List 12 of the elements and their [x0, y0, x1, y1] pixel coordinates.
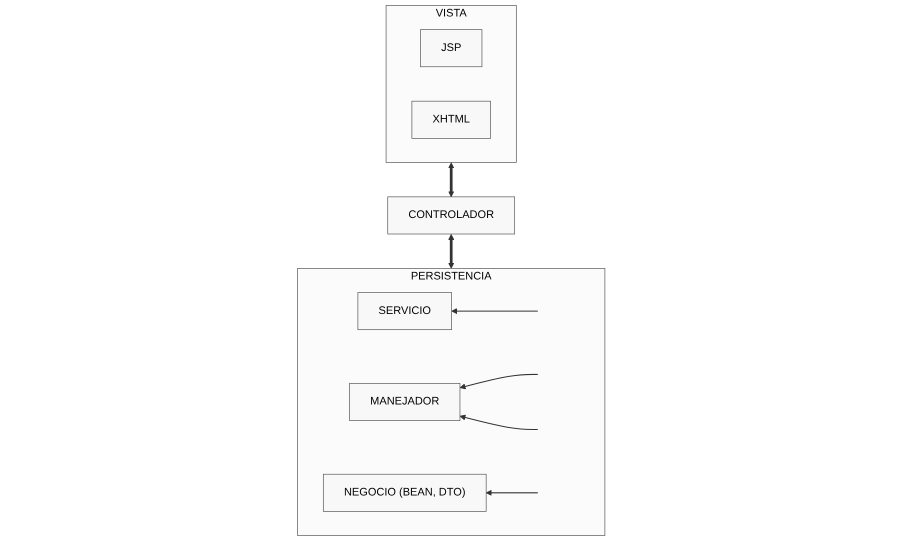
arrow — [448, 162, 454, 198]
node-box: NEGOCIO (BEAN, DTO) — [322, 474, 486, 512]
node-box: XHTML — [411, 100, 491, 139]
arrow — [448, 234, 454, 269]
arrow — [451, 308, 538, 314]
node-box: JSP — [420, 29, 482, 68]
node-box: CONTROLADOR — [387, 196, 515, 234]
arrow — [459, 414, 538, 430]
arrow — [486, 490, 538, 496]
arrow — [459, 374, 538, 390]
node-box: SERVICIO — [357, 292, 452, 330]
node-box: MANEJADOR — [348, 383, 460, 421]
